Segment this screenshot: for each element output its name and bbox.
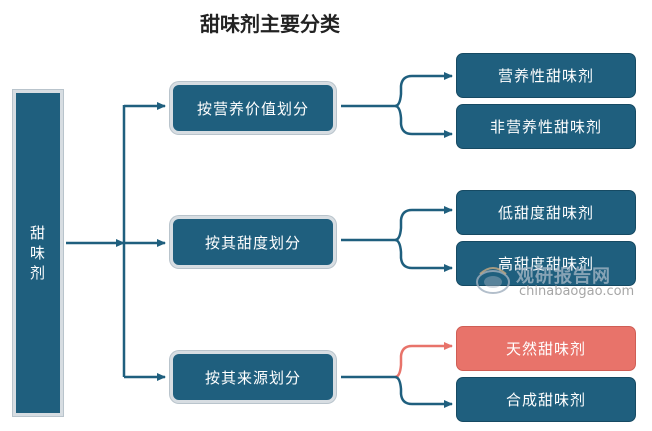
leaf-node-natural: 天然甜味剂 xyxy=(456,326,636,371)
category-node-sweetness: 按其甜度划分 xyxy=(170,216,336,268)
root-char-2: 味 xyxy=(29,244,46,262)
root-node-sweetener: 甜 味 剂 xyxy=(13,90,63,416)
leaf-node-nutritive: 营养性甜味剂 xyxy=(456,53,636,98)
root-char-3: 剂 xyxy=(29,264,46,282)
diagram-title: 甜味剂主要分类 xyxy=(200,12,340,36)
leaf-node-high-sweetness: 高甜度甜味剂 xyxy=(456,241,636,286)
leaf-node-non-nutritive: 非营养性甜味剂 xyxy=(456,104,636,149)
category-node-source: 按其来源划分 xyxy=(170,351,336,403)
leaf-node-low-sweetness: 低甜度甜味剂 xyxy=(456,190,636,235)
root-char-1: 甜 xyxy=(29,224,46,242)
category-node-nutrition: 按营养价值划分 xyxy=(170,82,336,134)
leaf-node-synthetic: 合成甜味剂 xyxy=(456,377,636,422)
